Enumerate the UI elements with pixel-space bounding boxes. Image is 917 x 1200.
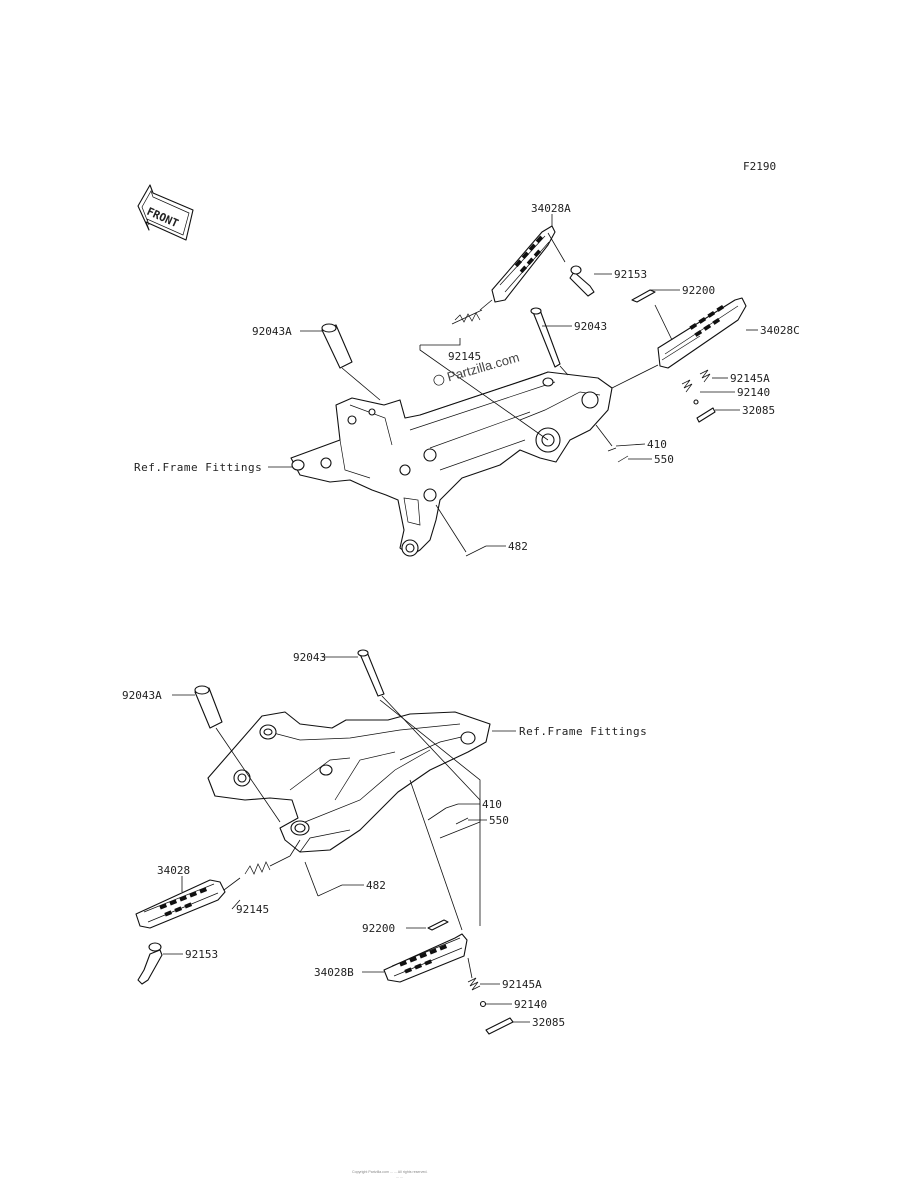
top-pin-92043 bbox=[530, 307, 561, 368]
label-482-bottom: 482 bbox=[366, 879, 386, 892]
bottom-spring-92145A bbox=[467, 977, 481, 991]
top-collar-92043A bbox=[321, 323, 353, 369]
top-pin-410 bbox=[607, 447, 617, 452]
label-410-top: 410 bbox=[647, 438, 667, 451]
label-92153-top: 92153 bbox=[614, 268, 647, 281]
bottom-plate-92200 bbox=[427, 919, 449, 931]
label-92043A-bottom: 92043A bbox=[122, 689, 162, 702]
bottom-pin-92043 bbox=[357, 649, 385, 697]
top-bolt-92153 bbox=[569, 265, 595, 297]
top-leader-lines bbox=[268, 214, 758, 553]
label-92043-top: 92043 bbox=[574, 320, 607, 333]
bottom-assembly: 92043 92043A Ref.Frame Fittings 410 550 … bbox=[122, 649, 647, 1035]
top-spring-92145 bbox=[451, 309, 483, 325]
label-34028C-top: 34028C bbox=[760, 324, 800, 337]
top-spring-92145A bbox=[681, 369, 711, 393]
front-arrow-icon: FRONT bbox=[137, 184, 194, 241]
label-410-bottom: 410 bbox=[482, 798, 502, 811]
label-92153-bottom: 92153 bbox=[185, 948, 218, 961]
label-92200-bottom: 92200 bbox=[362, 922, 395, 935]
bottom-ball-92140 bbox=[479, 1000, 487, 1008]
label-92200-top: 92200 bbox=[682, 284, 715, 297]
label-92145A-bottom: 92145A bbox=[502, 978, 542, 991]
top-pin-550 bbox=[617, 455, 629, 463]
label-34028-bottom: 34028 bbox=[157, 864, 190, 877]
footer-line-1: Copyright Partzilla.com ... ... All righ… bbox=[352, 1170, 428, 1174]
label-482-top: 482 bbox=[508, 540, 528, 553]
label-92145A-top: 92145A bbox=[730, 372, 770, 385]
label-92145-bottom: 92145 bbox=[236, 903, 269, 916]
bottom-footpeg-34028 bbox=[135, 879, 226, 929]
top-labels: 34028A 92153 92200 34028C 92043A 92043 9… bbox=[134, 202, 800, 553]
label-550-top: 550 bbox=[654, 453, 674, 466]
top-clip-32085 bbox=[696, 407, 716, 423]
bottom-bolt-92153 bbox=[137, 942, 163, 985]
bottom-footpeg-34028B bbox=[383, 933, 468, 983]
label-92043-bottom: 92043 bbox=[293, 651, 326, 664]
top-ball-92140 bbox=[693, 399, 699, 405]
label-92140-top: 92140 bbox=[737, 386, 770, 399]
bottom-labels: 92043 92043A Ref.Frame Fittings 410 550 … bbox=[122, 651, 647, 1029]
bottom-spring-92145 bbox=[244, 861, 271, 875]
bottom-bracket bbox=[207, 711, 491, 853]
top-assembly: 34028A 92153 92200 34028C 92043A 92043 9… bbox=[134, 202, 800, 557]
top-pin-482 bbox=[465, 545, 487, 557]
label-34028A-top: 34028A bbox=[531, 202, 571, 215]
top-footpeg-34028A bbox=[491, 225, 556, 303]
label-92043A-top: 92043A bbox=[252, 325, 292, 338]
bottom-leader-lines bbox=[163, 656, 530, 1023]
footer-line-2: ... ... bbox=[396, 1175, 403, 1179]
label-ref-frame-bottom: Ref.Frame Fittings bbox=[519, 725, 647, 738]
top-plate-92200 bbox=[631, 289, 656, 303]
diagram-code: F2190 bbox=[743, 160, 776, 173]
bottom-pin-410 bbox=[445, 803, 459, 809]
bottom-collar-92043A bbox=[194, 685, 223, 729]
label-92145-top: 92145 bbox=[448, 350, 481, 363]
label-92140-bottom: 92140 bbox=[514, 998, 547, 1011]
top-footpeg-34028C bbox=[657, 297, 747, 369]
top-bracket bbox=[290, 371, 613, 557]
bottom-clip-32085 bbox=[485, 1017, 514, 1035]
bottom-pin-482 bbox=[317, 884, 343, 897]
label-550-bottom: 550 bbox=[489, 814, 509, 827]
label-32085-top: 32085 bbox=[742, 404, 775, 417]
label-ref-frame-top: Ref.Frame Fittings bbox=[134, 461, 262, 474]
footer-copyright: Copyright Partzilla.com ... ... All righ… bbox=[352, 1170, 428, 1179]
bottom-pin-550 bbox=[455, 817, 469, 825]
label-32085-bottom: 32085 bbox=[532, 1016, 565, 1029]
label-34028B-bottom: 34028B bbox=[314, 966, 354, 979]
